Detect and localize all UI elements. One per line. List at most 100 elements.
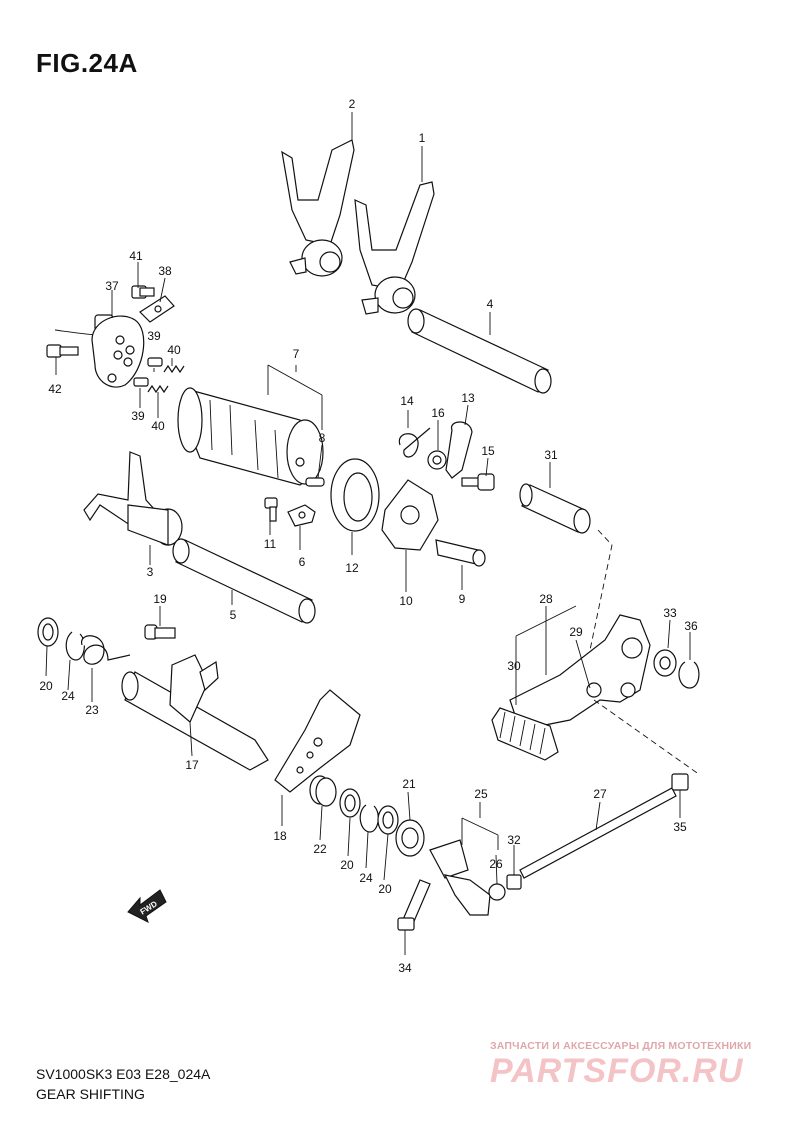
callout-19: 19 — [153, 592, 167, 606]
callout-32: 32 — [507, 833, 521, 847]
callout-41: 41 — [129, 249, 143, 263]
part-37-gear-position-switch[interactable] — [54, 314, 145, 388]
part-8-pin[interactable] — [305, 477, 325, 487]
part-20-washer-right[interactable] — [377, 805, 399, 835]
part-16-washer[interactable] — [427, 450, 447, 470]
part-31-bolt[interactable] — [519, 483, 591, 534]
part-6-washer[interactable] — [287, 504, 316, 527]
callout-13: 13 — [461, 391, 475, 405]
callout-11: 11 — [264, 537, 277, 551]
part-25-shift-link-joint[interactable] — [429, 839, 491, 916]
part-1-shift-fork[interactable] — [354, 181, 435, 315]
part-11-bolt[interactable] — [264, 497, 278, 522]
part-32-nut[interactable] — [506, 874, 522, 890]
callout-26: 26 — [489, 857, 503, 871]
part-19-pin[interactable] — [144, 624, 176, 640]
callout-20-right: 20 — [378, 882, 392, 896]
callout-24-left: 24 — [61, 689, 75, 703]
callout-8: 8 — [319, 431, 326, 445]
callout-25: 25 — [474, 787, 488, 801]
part-24-circlip-center[interactable] — [359, 804, 379, 833]
leader-lines — [45, 112, 691, 955]
callout-35: 35 — [673, 820, 687, 834]
callout-15: 15 — [481, 444, 495, 458]
section-title: GEAR SHIFTING — [36, 1086, 145, 1102]
part-30-shift-rubber[interactable] — [491, 707, 559, 761]
part-27-tie-rod[interactable] — [519, 787, 677, 879]
part-41-screw[interactable] — [131, 285, 155, 299]
callout-7: 7 — [293, 347, 300, 361]
part-28-gearshift-lever[interactable] — [509, 614, 651, 731]
callout-37: 37 — [105, 279, 119, 293]
part-10-cam-stopper-plate[interactable] — [381, 479, 439, 551]
part-7-gearshift-cam[interactable] — [177, 387, 324, 486]
callout-36: 36 — [684, 619, 698, 633]
part-20-washer-center[interactable] — [339, 788, 361, 818]
watermark-caption: ЗАПЧАСТИ И АКСЕССУАРЫ ДЛЯ МОТОТЕХНИКИ — [490, 1040, 752, 1052]
part-18-gearshift-arm[interactable] — [274, 689, 361, 793]
callout-29: 29 — [569, 625, 583, 639]
callout-21: 21 — [402, 777, 416, 791]
part-5-fork-shaft[interactable] — [172, 538, 316, 624]
callout-34: 34 — [398, 961, 412, 975]
callout-1: 1 — [419, 131, 426, 145]
part-33-washer[interactable] — [653, 649, 677, 677]
part-39-pin-lower[interactable] — [133, 377, 149, 387]
part-40-spring-lower[interactable] — [147, 384, 169, 394]
part-23-return-spring[interactable] — [81, 635, 131, 665]
model-code: SV1000SK3 E03 E28_024A — [36, 1066, 211, 1082]
callout-6: 6 — [299, 555, 306, 569]
part-12-bearing[interactable] — [330, 458, 380, 532]
callout-14: 14 — [400, 394, 414, 408]
part-36-circlip[interactable] — [678, 661, 700, 689]
part-13-cam-stopper[interactable] — [445, 421, 473, 479]
callout-27: 27 — [593, 787, 607, 801]
part-9-bolt[interactable] — [435, 539, 486, 567]
callout-31: 31 — [544, 448, 558, 462]
callout-3: 3 — [147, 565, 154, 579]
alignment-lines — [589, 529, 701, 776]
part-22-spring[interactable] — [309, 775, 337, 807]
callout-12: 12 — [345, 561, 359, 575]
figure-title: FIG.24A — [36, 48, 138, 78]
part-39-pin-upper[interactable] — [147, 357, 163, 367]
part-14-spring[interactable] — [398, 427, 431, 458]
callout-10: 10 — [399, 594, 413, 608]
part-34-bolt[interactable] — [397, 879, 431, 931]
callout-33: 33 — [663, 606, 677, 620]
callout-5: 5 — [230, 608, 237, 622]
callout-2: 2 — [349, 97, 356, 111]
fwd-arrow-icon: FWD — [127, 889, 167, 923]
callout-labels: 2 1 4 41 38 37 39 40 42 39 40 7 8 14 16 … — [39, 97, 698, 975]
part-24-circlip-left[interactable] — [65, 631, 85, 661]
part-20-washer-left[interactable] — [37, 617, 59, 647]
callout-28: 28 — [539, 592, 553, 606]
part-2-shift-fork[interactable] — [281, 139, 355, 277]
callout-16: 16 — [431, 406, 445, 420]
callout-24-center: 24 — [359, 871, 373, 885]
watermark-logo: PARTSFOR.RU — [490, 1052, 744, 1090]
part-21-oil-seal[interactable] — [395, 819, 425, 857]
callout-30: 30 — [507, 659, 521, 673]
callout-38: 38 — [158, 264, 172, 278]
callout-18: 18 — [273, 829, 287, 843]
callout-22: 22 — [313, 842, 327, 856]
part-35-nut[interactable] — [671, 773, 689, 791]
part-4-fork-shaft[interactable] — [407, 308, 552, 394]
part-29-bushing[interactable] — [586, 682, 602, 698]
callout-42: 42 — [48, 382, 62, 396]
callout-9: 9 — [459, 592, 466, 606]
part-17-gearshift-shaft[interactable] — [121, 654, 269, 771]
callout-40-upper: 40 — [167, 343, 181, 357]
part-40-spring-upper[interactable] — [163, 364, 185, 374]
callout-20-center: 20 — [340, 858, 354, 872]
part-3-shift-fork[interactable] — [83, 451, 183, 546]
part-42-bolt[interactable] — [46, 344, 79, 358]
part-26-link-end[interactable] — [488, 883, 506, 901]
part-38-plate[interactable] — [139, 295, 175, 323]
callout-4: 4 — [487, 297, 494, 311]
part-15-bolt[interactable] — [461, 473, 495, 491]
callout-40-lower: 40 — [151, 419, 165, 433]
